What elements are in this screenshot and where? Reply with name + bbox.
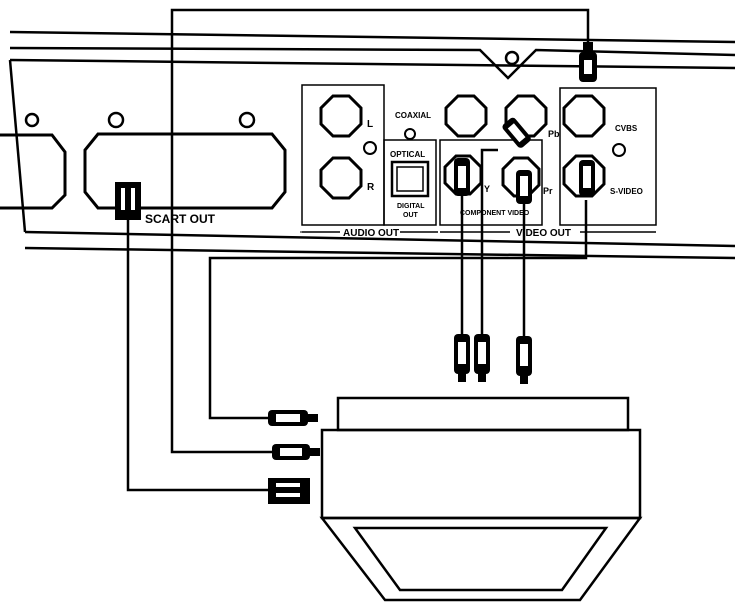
digital-out-label-1: DIGITAL (397, 203, 425, 210)
scart-cable (126, 220, 270, 492)
coaxial-label: COAXIAL (395, 111, 431, 120)
s-video-plug-icon (579, 160, 595, 196)
cvbs-cable (170, 8, 590, 454)
panel-face-bottom (24, 230, 735, 248)
panel-face-top (9, 58, 735, 70)
pr-label: Pr (543, 186, 553, 196)
pr-cable-end-icon (516, 336, 532, 384)
scart-plug-slot (121, 188, 125, 210)
tv-screen (352, 526, 609, 592)
audio-out-box (301, 84, 385, 226)
tv-rear-body (320, 428, 642, 520)
tv-set (319, 396, 643, 602)
optical-port (390, 160, 430, 198)
panel-top-edge (9, 30, 735, 44)
component-pb-cable (480, 148, 498, 340)
audio-right-jack (319, 156, 363, 200)
s-video-jack (562, 154, 606, 198)
scart-socket (83, 132, 287, 210)
component-video-box (439, 139, 543, 226)
digital-out-label-2: OUT (403, 212, 419, 219)
coaxial-jack (444, 94, 488, 138)
y-cable-end-icon (454, 334, 470, 382)
video-out-label: VIDEO OUT (516, 228, 571, 239)
player-rear-panel (8, 30, 735, 260)
partial-port-left (0, 133, 67, 210)
cvbs-jack (562, 94, 606, 138)
s-video-tv-plug-icon (268, 410, 318, 426)
pb-jack (504, 94, 548, 138)
cvbs-plug-icon (579, 42, 597, 82)
cvbs-tv-plug-icon (272, 444, 320, 460)
pb-plug-icon (502, 117, 531, 148)
video-jacks-box (559, 87, 657, 226)
screw-icon (612, 143, 626, 157)
audio-left-jack (319, 94, 363, 138)
screw-icon (404, 128, 416, 140)
tv-front-bezel (319, 516, 643, 602)
pb-cable-end-icon (474, 334, 490, 382)
screw-icon (24, 112, 40, 128)
scart-screw-right (238, 111, 256, 129)
panel-screw (504, 50, 520, 66)
pb-label: Pb (548, 129, 560, 139)
pr-plug-icon (516, 170, 532, 204)
optical-port-inner (396, 166, 424, 192)
scart-plug-icon (115, 182, 141, 220)
scart-plug-slot (131, 188, 135, 210)
panel-base-edge (24, 246, 735, 260)
tv-top-back (336, 396, 630, 432)
optical-label: OPTICAL (390, 150, 425, 159)
y-jack (443, 154, 483, 196)
component-video-label: COMPONENT VIDEO (460, 210, 530, 217)
y-label: Y (484, 184, 490, 194)
audio-left-label: L (367, 119, 373, 130)
y-plug-icon (454, 158, 470, 196)
scart-out-label: SCART OUT (145, 212, 216, 226)
s-video-cable (208, 200, 588, 420)
cvbs-label: CVBS (615, 124, 638, 133)
scart-tv-plug-icon (268, 478, 310, 504)
panel-top-ridge (9, 46, 735, 80)
audio-right-label: R (367, 182, 375, 193)
screw-icon (363, 141, 377, 155)
audio-out-label: AUDIO OUT (343, 228, 399, 239)
panel-left-edge (8, 59, 27, 233)
s-video-label: S-VIDEO (610, 187, 643, 196)
scart-screw-left (107, 111, 125, 129)
